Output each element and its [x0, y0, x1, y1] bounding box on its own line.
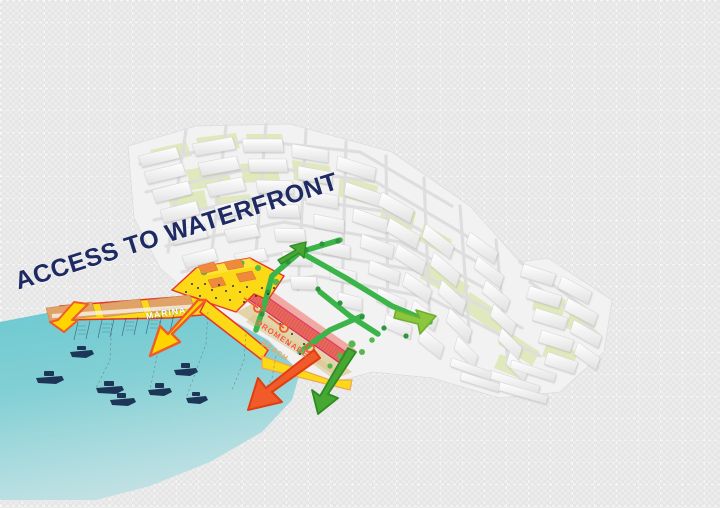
- boats: [36, 346, 208, 406]
- arrow-beach-southwest: [247, 349, 321, 411]
- access-node-connectors: [243, 297, 285, 329]
- people-figures: [185, 283, 313, 363]
- waterfront-pavilions: [197, 258, 257, 289]
- arrow-green-northeast: [277, 241, 307, 265]
- beach-sand: [236, 304, 352, 378]
- arrow-harbour-southwest: [148, 298, 208, 358]
- city-building-massing: [137, 136, 603, 405]
- arrow-marina-west: [49, 301, 89, 333]
- arrow-green-east: [393, 309, 437, 335]
- arrow-green-south: [311, 347, 357, 415]
- water-body: [0, 300, 300, 500]
- green-corridor-trees: [259, 238, 409, 339]
